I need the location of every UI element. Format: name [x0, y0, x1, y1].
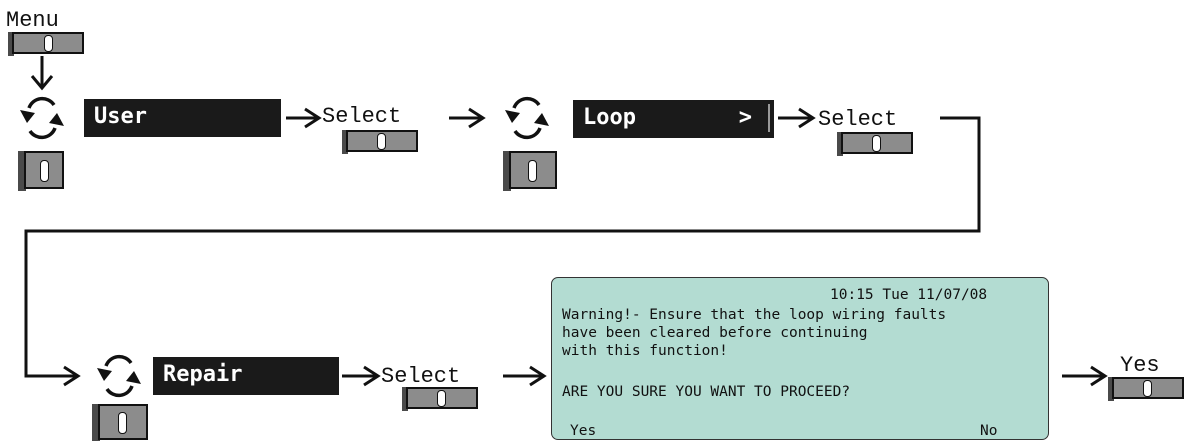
connector-return-route — [24, 116, 981, 378]
lcd-warning-line2: have been cleared before continuing — [562, 325, 868, 341]
scroll-key[interactable] — [92, 404, 148, 441]
chevron-right-icon: > — [738, 105, 752, 130]
screen-loop: Loop > — [573, 100, 774, 138]
screen-user-text: User — [94, 104, 147, 129]
lcd-warning-line3: with this function! — [562, 343, 728, 359]
lcd-confirm-prompt: ARE YOU SURE YOU WANT TO PROCEED? — [562, 384, 851, 400]
menu-label: Menu — [6, 8, 59, 33]
connector-menu-down-head — [30, 75, 54, 91]
select-label: Select — [322, 104, 402, 129]
lcd-warning-line1: Warning!- Ensure that the loop wiring fa… — [562, 307, 947, 323]
yes-key[interactable] — [1108, 377, 1184, 401]
screen-user: User — [84, 99, 281, 137]
rotary-icon — [512, 96, 542, 140]
rotary-icon — [27, 96, 57, 140]
menu-key[interactable] — [8, 32, 84, 56]
select-key[interactable] — [342, 130, 418, 154]
select-label: Select — [818, 107, 898, 132]
screen-divider — [768, 104, 770, 132]
select-key[interactable] — [402, 387, 478, 411]
lcd-timestamp: 10:15 Tue 11/07/08 — [830, 287, 988, 303]
scroll-key[interactable] — [18, 151, 64, 191]
screen-repair: Repair — [153, 357, 339, 395]
screen-repair-text: Repair — [163, 362, 243, 387]
lcd-softkey-no[interactable]: No — [980, 423, 998, 439]
rotary-icon — [104, 354, 134, 398]
screen-loop-text: Loop — [583, 105, 636, 130]
lcd-softkey-yes[interactable]: Yes — [570, 423, 597, 439]
scroll-key[interactable] — [503, 151, 557, 191]
lcd-display: 10:15 Tue 11/07/08 Warning!- Ensure that… — [551, 277, 1049, 440]
select-label: Select — [381, 364, 461, 389]
select-key[interactable] — [837, 132, 913, 156]
yes-label: Yes — [1120, 353, 1160, 378]
